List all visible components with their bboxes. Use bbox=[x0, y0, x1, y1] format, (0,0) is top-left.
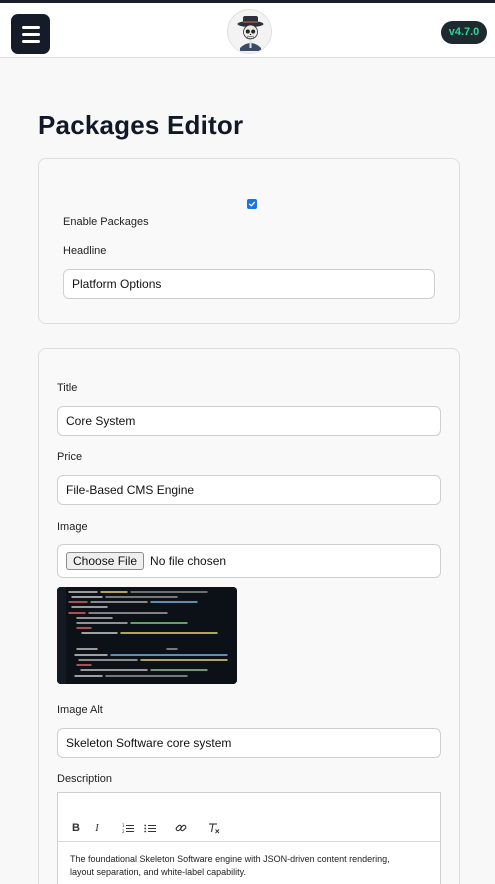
ordered-list-button[interactable]: 1 2 bbox=[121, 821, 135, 835]
clear-format-icon bbox=[209, 823, 220, 834]
description-line: layout separation, and white-label capab… bbox=[70, 867, 246, 877]
headline-label: Headline bbox=[63, 245, 107, 257]
description-line: The foundational Skeleton Software engin… bbox=[70, 854, 390, 864]
menu-bar-icon bbox=[21, 32, 40, 36]
page-title: Packages Editor bbox=[38, 110, 244, 140]
skeleton-logo[interactable] bbox=[227, 9, 272, 54]
price-input[interactable]: File-Based CMS Engine bbox=[57, 475, 441, 505]
description-label: Description bbox=[57, 773, 113, 785]
italic-button[interactable]: I bbox=[91, 821, 103, 835]
version-badge: v4.7.0 bbox=[441, 21, 487, 44]
editor-toolbar: B I 1 2 bbox=[58, 793, 440, 842]
image-alt-label: Image Alt bbox=[57, 704, 103, 716]
bullet-list-icon bbox=[144, 824, 156, 832]
skull-hat-icon bbox=[228, 10, 271, 53]
image-alt-input[interactable]: Skeleton Software core system bbox=[57, 728, 441, 758]
enable-packages-label: Enable Packages bbox=[63, 216, 149, 228]
link-icon bbox=[175, 824, 187, 832]
bold-button[interactable]: B bbox=[70, 821, 82, 835]
image-label: Image bbox=[57, 521, 88, 533]
link-button[interactable] bbox=[174, 821, 188, 835]
menu-bar-icon bbox=[21, 25, 40, 29]
bullet-list-button[interactable] bbox=[143, 821, 157, 835]
description-text[interactable]: The foundational Skeleton Software engin… bbox=[70, 853, 430, 879]
italic-icon: I bbox=[95, 822, 99, 834]
image-file-input[interactable]: Choose File No file chosen bbox=[57, 544, 441, 578]
headline-input[interactable]: Platform Options bbox=[63, 269, 435, 299]
svg-text:1: 1 bbox=[122, 823, 125, 828]
enable-packages-checkbox[interactable] bbox=[247, 199, 257, 209]
title-input[interactable]: Core System bbox=[57, 406, 441, 436]
ordered-list-icon: 1 2 bbox=[122, 823, 134, 834]
clear-format-button[interactable] bbox=[207, 821, 221, 835]
no-file-text: No file chosen bbox=[150, 554, 227, 568]
menu-bar-icon bbox=[21, 39, 40, 43]
title-label: Title bbox=[57, 382, 78, 394]
svg-text:2: 2 bbox=[122, 829, 125, 834]
image-preview bbox=[57, 587, 237, 684]
bold-icon: B bbox=[72, 822, 80, 834]
check-icon bbox=[248, 201, 256, 207]
choose-file-button[interactable]: Choose File bbox=[66, 552, 145, 570]
settings-card bbox=[38, 158, 460, 324]
price-label: Price bbox=[57, 451, 83, 463]
hamburger-menu-button[interactable] bbox=[11, 14, 50, 54]
top-bar: v4.7.0 bbox=[0, 0, 495, 58]
description-editor[interactable]: B I 1 2 bbox=[57, 792, 441, 884]
code-screenshot-image bbox=[57, 587, 237, 684]
